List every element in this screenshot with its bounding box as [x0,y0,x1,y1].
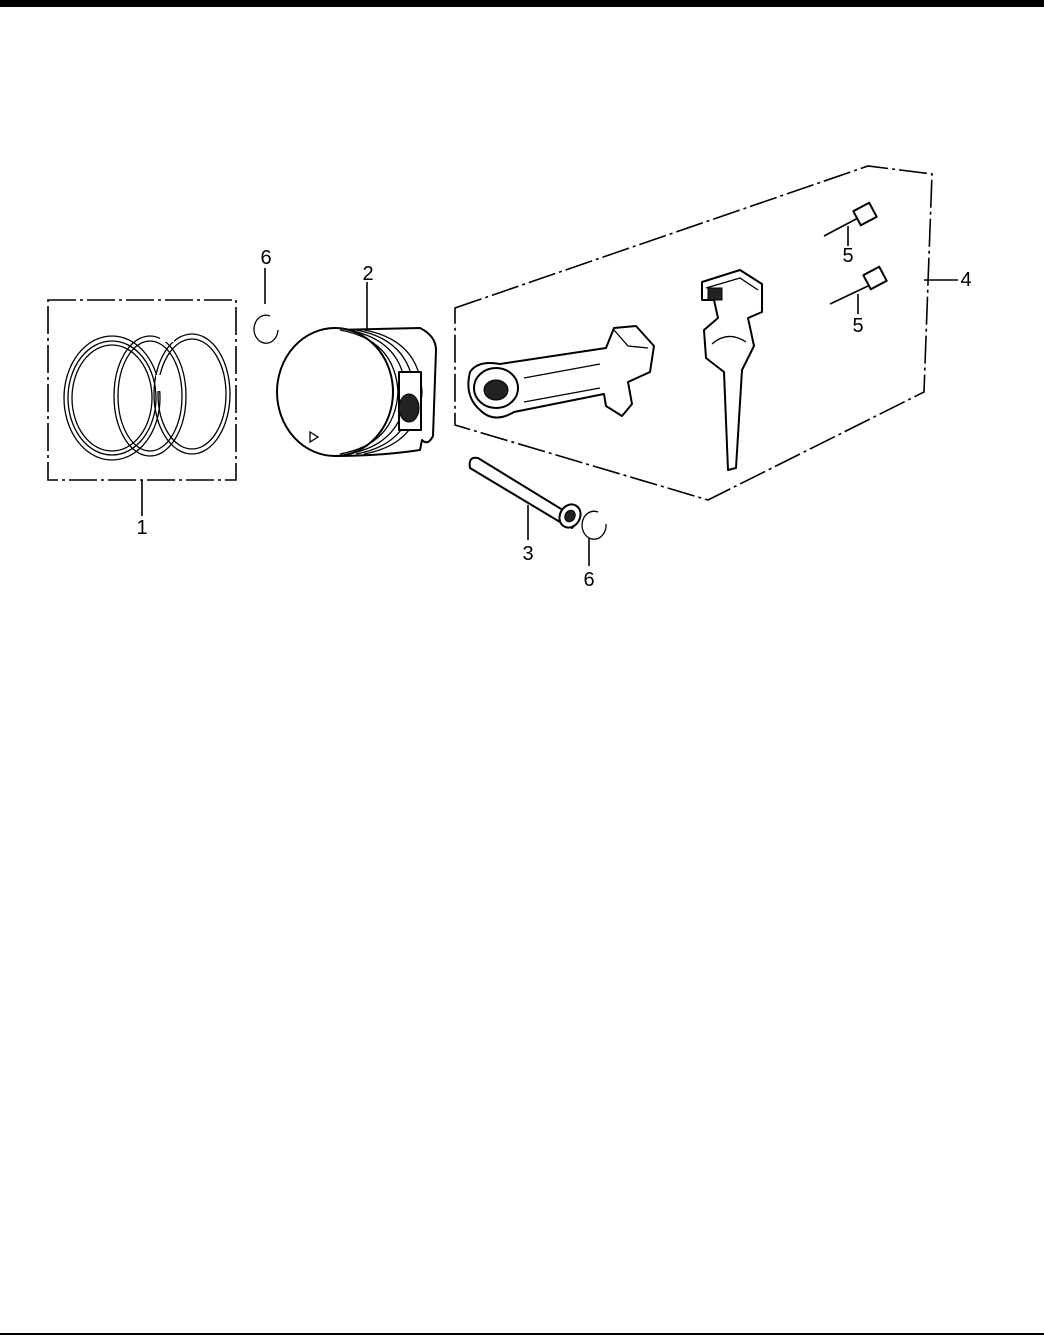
callout-rod-bolt-upper: 5 [842,245,853,267]
ring-set-enclosure [48,300,236,480]
callout-pin-clip-left: 6 [260,247,271,269]
rod-bolt-upper-part [824,203,877,246]
callout-piston-pin: 3 [522,543,533,565]
connecting-rod-assembly-part [455,166,958,500]
piston-pin-part [470,458,585,540]
callout-rod-bolt-lower: 5 [852,315,863,337]
callout-ring-set: 1 [136,517,147,539]
piston-ring-set-part [48,300,236,516]
callout-connecting-rod-assy: 4 [960,269,971,291]
piston-part [277,282,436,456]
pin-clip-right-part [582,511,606,566]
callout-pin-clip-right: 6 [583,569,594,591]
callout-piston: 2 [362,263,373,285]
pin-clip-left-part [254,268,278,343]
rod-bolt-lower-part [830,267,887,314]
